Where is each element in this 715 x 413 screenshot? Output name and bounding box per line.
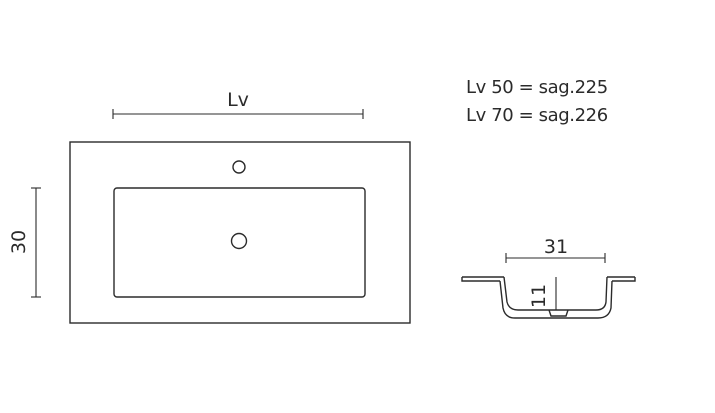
depth-label: 30	[8, 230, 30, 254]
top-view: Lv 30	[8, 89, 411, 324]
section-view: 31 11	[461, 236, 636, 319]
section-height-dimension: 11	[528, 277, 557, 310]
section-width-label: 31	[544, 236, 568, 258]
depth-dimension: 30	[8, 187, 41, 298]
section-countertop	[461, 276, 636, 282]
section-width-dimension: 31	[505, 236, 606, 263]
section-drain	[548, 309, 569, 317]
tap-hole	[232, 160, 246, 174]
width-label: Lv	[227, 89, 249, 111]
countertop-outline	[69, 141, 411, 324]
legend-line-1: Lv 50 = sag.225	[466, 77, 608, 98]
legend-line-2: Lv 70 = sag.226	[466, 105, 608, 126]
section-basin-outer	[499, 280, 613, 319]
section-height-label: 11	[528, 284, 550, 308]
legend: Lv 50 = sag.225 Lv 70 = sag.226	[466, 77, 608, 126]
basin-outline	[113, 187, 366, 298]
section-basin-inner	[503, 276, 608, 311]
drain-hole	[230, 232, 248, 250]
width-dimension: Lv	[112, 89, 364, 119]
